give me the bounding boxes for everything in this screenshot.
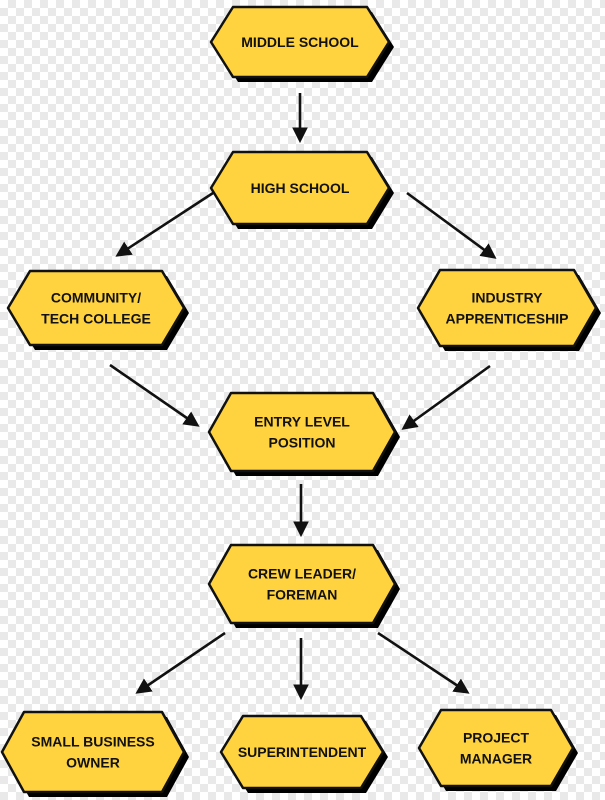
- node-shape: [207, 391, 397, 473]
- node-crew-leader-foreman: CREW LEADER/FOREMAN: [207, 543, 400, 628]
- node-label-line: SUPERINTENDENT: [238, 744, 367, 760]
- node-label-line: OWNER: [66, 755, 120, 771]
- node-label-line: CREW LEADER/: [248, 566, 356, 582]
- node-shape: [0, 710, 186, 794]
- node-label-line: HIGH SCHOOL: [251, 180, 350, 196]
- flowchart-nodes: MIDDLE SCHOOL HIGH SCHOOL COMMUNITY/TECH C…: [0, 5, 601, 797]
- node-label-line: MIDDLE SCHOOL: [241, 34, 359, 50]
- node-label-line: COMMUNITY/: [51, 290, 141, 306]
- edge-crew-to-project-manager: [377, 631, 470, 694]
- edge-industry-to-entry: [401, 364, 491, 430]
- node-shape: [6, 269, 186, 347]
- node-label-line: TECH COLLEGE: [41, 311, 151, 327]
- node-small-business-owner: SMALL BUSINESS OWNER: [0, 710, 189, 797]
- node-community-tech-college: COMMUNITY/TECH COLLEGE: [6, 269, 189, 350]
- node-shape: [209, 150, 391, 226]
- node-shape: [219, 714, 385, 790]
- node-middle-school: MIDDLE SCHOOL: [209, 5, 394, 82]
- node-superintendent: SUPERINTENDENT: [219, 714, 388, 793]
- edge-high-to-community: [115, 191, 214, 257]
- node-entry-level-position: ENTRY LEVEL POSITION: [207, 391, 400, 476]
- node-label-line: MANAGER: [460, 751, 532, 767]
- node-label-line: POSITION: [269, 435, 336, 451]
- flowchart-edges: [109, 93, 497, 701]
- node-shape: [417, 708, 575, 788]
- edge-community-to-entry: [109, 363, 200, 427]
- edge-crew-to-small-business: [135, 631, 226, 694]
- node-project-manager: PROJECT MANAGER: [417, 708, 578, 791]
- edge-high-to-industry: [406, 191, 497, 259]
- node-label-line: ENTRY LEVEL: [254, 414, 350, 430]
- node-high-school: HIGH SCHOOL: [209, 150, 394, 229]
- node-industry-apprenticeship: INDUSTRY APPRENTICESHIP: [416, 268, 601, 351]
- node-shape: [416, 268, 598, 348]
- node-label-line: PROJECT: [463, 730, 530, 746]
- node-shape: [207, 543, 397, 625]
- node-label-line: INDUSTRY: [471, 290, 543, 306]
- node-label-line: SMALL BUSINESS: [31, 734, 154, 750]
- node-label-line: FOREMAN: [267, 587, 338, 603]
- node-label-line: APPRENTICESHIP: [446, 311, 569, 327]
- node-shape: [209, 5, 391, 79]
